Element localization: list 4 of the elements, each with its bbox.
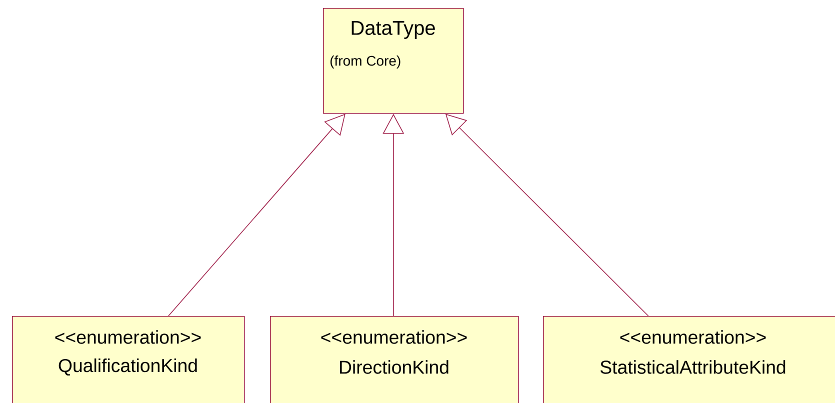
class-box: <<enumeration>> QualificationKind (12, 316, 245, 403)
class-box: <<enumeration>> DirectionKind (270, 316, 519, 403)
class-box: <<enumeration>> StatisticalAttributeKind (543, 316, 835, 403)
class-box: DataType (from Core) (323, 8, 464, 114)
